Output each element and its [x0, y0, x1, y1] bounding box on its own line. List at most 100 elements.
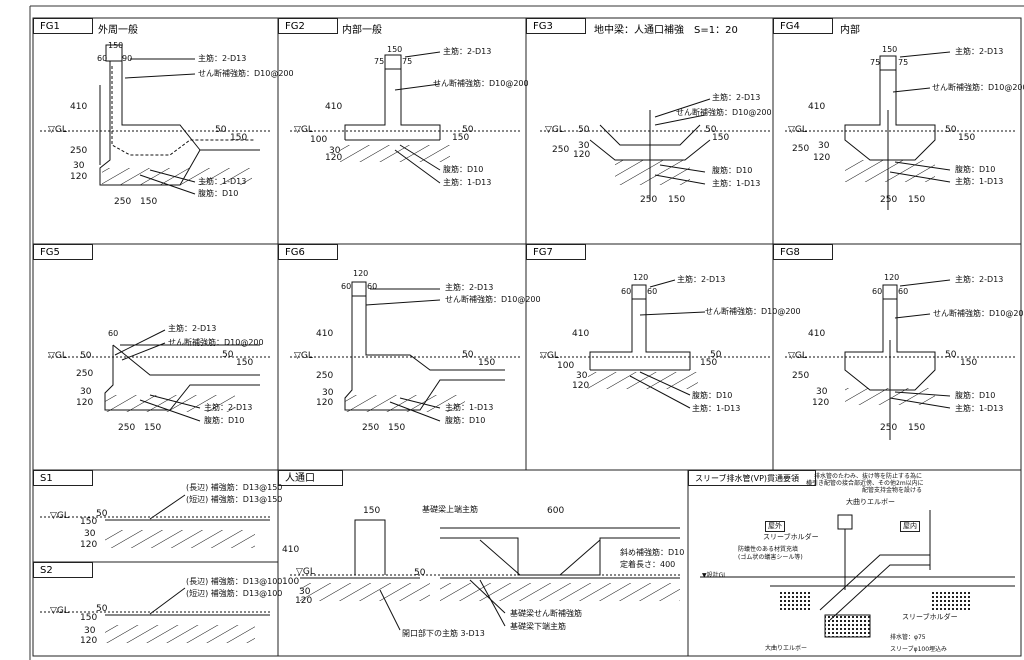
- hito-diag: 斜め補強筋：D10: [620, 548, 685, 557]
- s2-dim-50: 50: [96, 604, 108, 614]
- fg2-dim-100: 100: [310, 135, 328, 145]
- hito-dim-30: 30: [299, 587, 311, 597]
- fg3-dim-30: 30: [578, 141, 590, 151]
- fg3-shear: せん断補強筋：D10@200: [676, 108, 772, 117]
- fg2-main-top: 主筋：2-D13: [443, 47, 492, 56]
- hito-section: [290, 519, 680, 631]
- fg4-code: FG4: [773, 18, 833, 34]
- s1-dim-30: 30: [84, 529, 96, 539]
- fg4-dim-b250: 250: [880, 195, 898, 205]
- fg5-dim-b150: 150: [144, 423, 162, 433]
- fg6-dim-120: 120: [316, 398, 334, 408]
- fg6-dim-30: 30: [322, 388, 334, 398]
- fg7-section: [540, 279, 770, 409]
- fg3-main-top: 主筋：2-D13: [712, 93, 761, 102]
- fg3-web: 腹筋：D10: [712, 166, 753, 175]
- fg6-dim-120: 120: [353, 269, 369, 278]
- fg4-dim-50: 50: [945, 125, 957, 135]
- fg1-dim-90: 90: [122, 54, 133, 63]
- s2-dim-30: 30: [84, 626, 96, 636]
- sleeve-elbow-bot: 大曲りエルボー: [765, 645, 808, 652]
- sleeve-pipe: 排水管：φ75: [890, 634, 926, 641]
- fg2-dim-75a: 75: [374, 57, 385, 66]
- fg8-dim-250: 250: [792, 371, 810, 381]
- fg8-dim-d50: 50: [945, 350, 957, 360]
- fg6-dim-d150: 150: [478, 358, 496, 368]
- fg3-dim-b150: 150: [668, 195, 686, 205]
- hito-bottom-main: 基礎梁下端主筋: [510, 622, 566, 631]
- fg3-dim-d50: 50: [705, 125, 717, 135]
- hito-anchor: 定着長さ：400: [620, 560, 676, 569]
- s1-dim-50: 50: [96, 509, 108, 519]
- fg6-code: FG6: [278, 244, 338, 260]
- fg7-dim-d50: 50: [710, 350, 722, 360]
- s1-section: [40, 494, 270, 548]
- fg3-code: FG3: [526, 18, 586, 34]
- fg7-web: 腹筋：D10: [692, 391, 733, 400]
- fg7-gl: ▽GL: [540, 351, 559, 361]
- fg5-dim-30: 30: [80, 387, 92, 397]
- fg6-web: 腹筋：D10: [445, 416, 486, 425]
- sleeve-gl: ▼設計GL: [702, 572, 727, 579]
- s2-dim-150: 150: [80, 613, 98, 623]
- fg8-dim-b250: 250: [880, 423, 898, 433]
- fg3-main-bot: 主筋：1-D13: [712, 179, 761, 188]
- s2-short: (短辺) 補強筋：D13@100: [186, 589, 283, 598]
- sleeve-elbow-top: 大曲りエルボー: [846, 498, 895, 506]
- fg3-gl: ▽GL: [545, 125, 564, 135]
- hito-dim-100: 100: [282, 577, 300, 587]
- fg8-dim-120: 120: [812, 398, 830, 408]
- fg8-dim-60b: 60: [898, 287, 909, 296]
- sleeve-note3: 配管支持金物を設ける: [862, 487, 923, 494]
- fg2-dim-30: 30: [329, 146, 341, 156]
- fg7-dim-120: 120: [633, 273, 649, 282]
- fg5-dim-120: 120: [76, 398, 94, 408]
- sleeve-seal2: (ゴム状の蟻害シール等): [738, 554, 803, 561]
- sleeve-section: [700, 510, 1015, 638]
- hito-dim-410: 410: [282, 545, 300, 555]
- hito-shear: 基礎梁せん断補強筋: [510, 609, 582, 618]
- fg5-dim-50: 50: [80, 351, 92, 361]
- fg1-dim-30: 30: [73, 161, 85, 171]
- fg5-main-bot: 主筋：2-D13: [204, 403, 253, 412]
- fg2-gl: ▽GL: [294, 125, 313, 135]
- fg1-dim-b250: 250: [114, 197, 132, 207]
- fg3-dim-250: 250: [552, 145, 570, 155]
- fg7-dim-d150: 150: [700, 358, 718, 368]
- fg6-dim-b250: 250: [362, 423, 380, 433]
- fg8-dim-b150: 150: [908, 423, 926, 433]
- fg4-shear: せん断補強筋：D10@200: [932, 83, 1024, 92]
- s1-long: (長辺) 補強筋：D13@150: [186, 483, 283, 492]
- fg1-title: 外周一般: [98, 25, 138, 36]
- fg7-dim-60b: 60: [647, 287, 658, 296]
- fg7-dim-60a: 60: [621, 287, 632, 296]
- s1-short: (短辺) 補強筋：D13@150: [186, 495, 283, 504]
- fg2-section: [290, 51, 520, 184]
- hito-top-main: 基礎梁上端主筋: [422, 505, 478, 514]
- fg1-dim-120: 120: [70, 172, 88, 182]
- fg1-web: 腹筋：D10: [198, 189, 239, 198]
- hito-dim-120: 120: [295, 596, 313, 606]
- s2-section: [40, 587, 270, 643]
- fg6-dim-60a: 60: [341, 282, 352, 291]
- sleeve-note1: 排水管のたわみ、抜け等を防止する為に: [814, 473, 923, 480]
- fg6-dim-60b: 60: [367, 282, 378, 291]
- sleeve-sleeve: スリーブφ100埋込み: [890, 646, 948, 653]
- fg5-main-top: 主筋：2-D13: [168, 324, 217, 333]
- s2-long: (長辺) 補強筋：D13@100: [186, 577, 283, 586]
- s2-code: S2: [33, 562, 93, 578]
- fg5-shear: せん断補強筋：D10@200: [168, 338, 264, 347]
- fg8-gl: ▽GL: [788, 351, 807, 361]
- fg6-section: [290, 281, 520, 422]
- hito-dim-600: 600: [547, 506, 565, 516]
- panel-grid: [32, 17, 1022, 657]
- fg7-main-bot: 主筋：1-D13: [692, 404, 741, 413]
- fg7-dim-30: 30: [576, 371, 588, 381]
- hito-opening: 開口部下の主筋 3-D13: [402, 629, 485, 638]
- hito-gl: ▽GL: [296, 567, 315, 577]
- fg3-title: 地中梁：人通口補強 S=1：20: [594, 25, 738, 36]
- fg6-main-bot: 主筋：1-D13: [445, 403, 494, 412]
- fg1-shear: せん断補強筋：D10@200: [198, 69, 294, 78]
